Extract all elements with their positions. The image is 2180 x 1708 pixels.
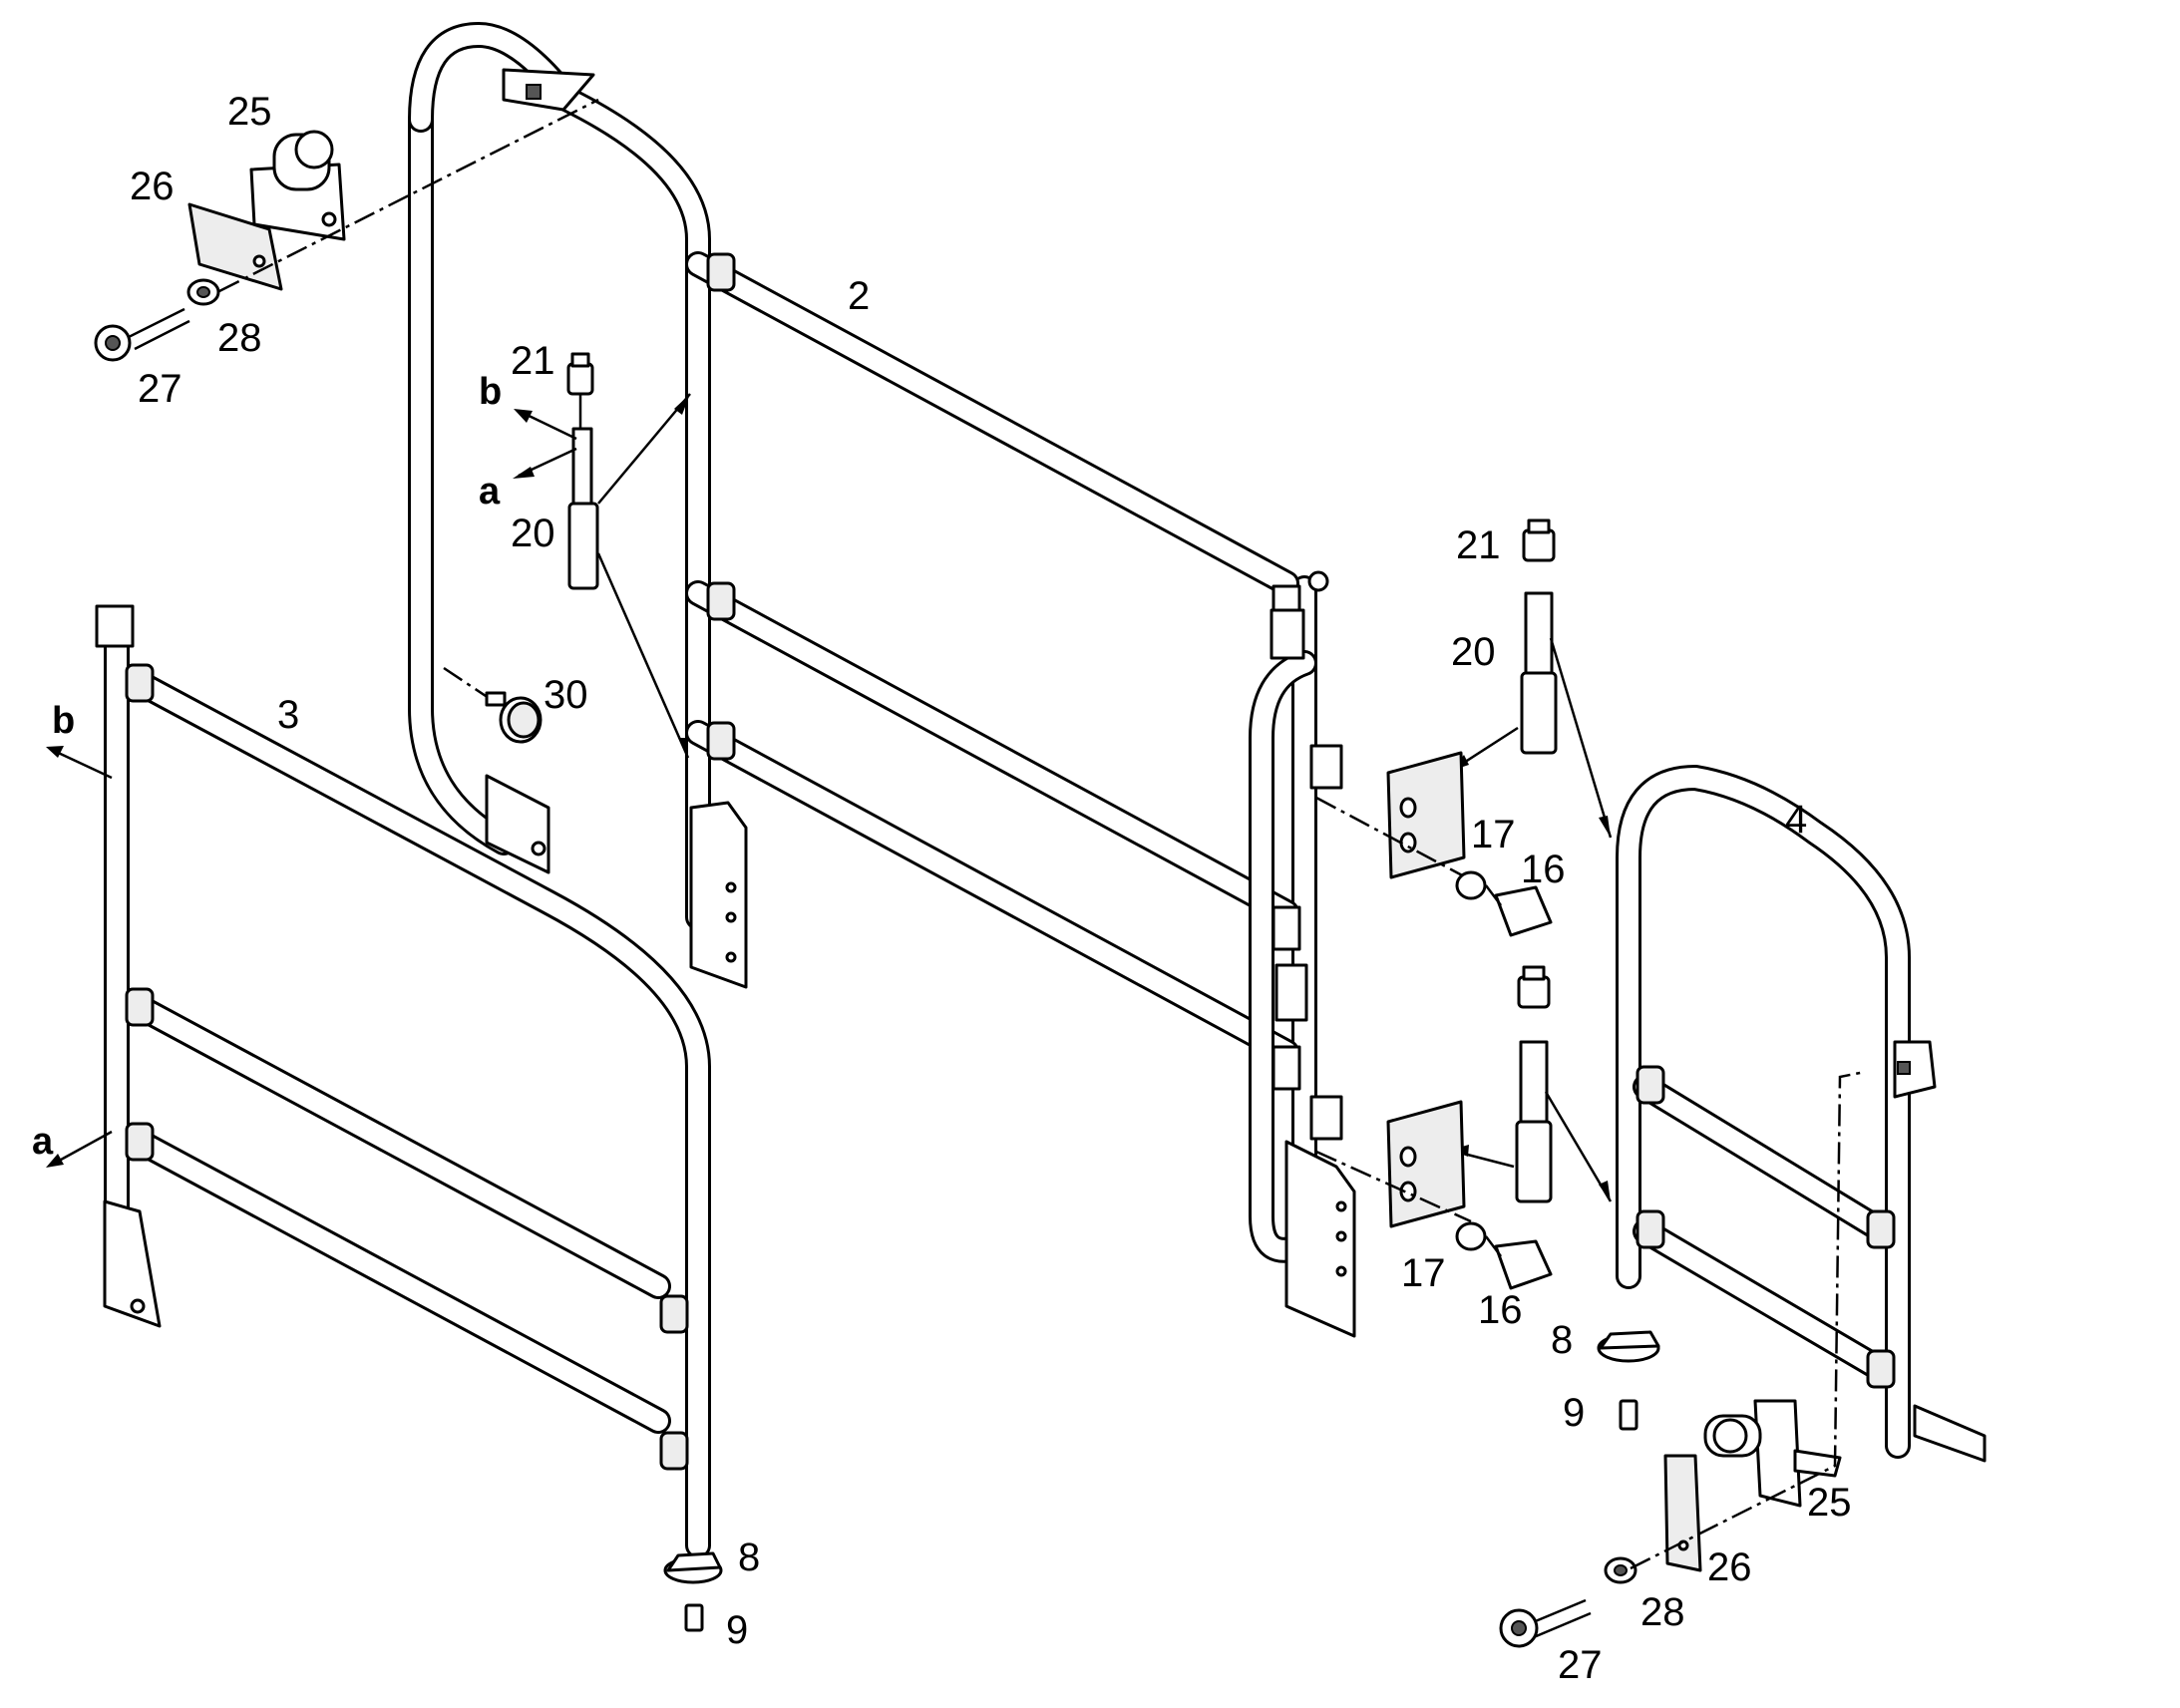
- plate-upper: [1315, 751, 1553, 937]
- foot-pad-left: [663, 1551, 723, 1632]
- label-25-upper: 25: [227, 90, 272, 134]
- label-26-lower: 26: [1707, 1545, 1752, 1589]
- label-28-lower: 28: [1640, 1590, 1685, 1634]
- direction-arrows-left: [46, 746, 113, 1168]
- latch-assembly-lower: [1499, 1070, 1866, 1648]
- label-20-right: 20: [1451, 630, 1496, 674]
- gas-spring-upper: [513, 352, 691, 759]
- plate-lower: [1315, 1100, 1553, 1290]
- label-17-upper: 17: [1471, 813, 1516, 856]
- lower-hinge-plate: [485, 774, 550, 874]
- label-9-right: 9: [1563, 1391, 1585, 1435]
- label-30: 30: [544, 673, 588, 717]
- knob-30: [443, 666, 543, 744]
- label-16-upper: 16: [1521, 848, 1566, 891]
- gas-spring-right-lower: [1451, 965, 1613, 1203]
- top-bracket: [1893, 1040, 1937, 1099]
- label-b-left: b: [52, 700, 75, 742]
- foot-pad-right: [1597, 1330, 1660, 1431]
- label-21-upper: 21: [511, 339, 555, 383]
- railing-3: [95, 604, 711, 1558]
- label-16-lower: 16: [1478, 1288, 1523, 1332]
- screw-27: [94, 307, 190, 362]
- label-20-upper: 20: [511, 512, 555, 555]
- hinge-plate: [689, 801, 748, 989]
- direction-labels: b a b a: [32, 371, 502, 1163]
- top-cap: [95, 604, 135, 648]
- washer-28: [186, 278, 220, 306]
- label-28-upper: 28: [217, 316, 262, 360]
- foot-tab: [1913, 1404, 1987, 1463]
- label-21-right: 21: [1456, 523, 1501, 567]
- plate-26: [1663, 1454, 1702, 1572]
- lower-hinge-tab: [1309, 1095, 1343, 1141]
- label-25-lower: 25: [1807, 1481, 1852, 1525]
- label-3: 3: [277, 693, 299, 737]
- label-27-lower: 27: [1558, 1643, 1603, 1687]
- label-26-upper: 26: [130, 165, 175, 208]
- part-labels: 2 3 4 8 8 9 9 16 16 17 17 20 20 21 21 25…: [130, 90, 1852, 1687]
- gas-spring-right-upper: [1451, 518, 1613, 839]
- foot-plate: [103, 1199, 162, 1328]
- foot-plate: [1284, 1140, 1356, 1338]
- label-9-left: 9: [726, 1608, 748, 1652]
- latch-assembly-upper: [94, 98, 599, 362]
- label-17-lower: 17: [1401, 1251, 1446, 1295]
- label-27-upper: 27: [138, 367, 182, 411]
- railing-2: [408, 22, 1356, 1338]
- label-2: 2: [848, 274, 870, 318]
- label-4: 4: [1785, 798, 1807, 842]
- railing-4: [1616, 765, 1987, 1463]
- upper-hinge-tab: [1309, 744, 1343, 790]
- label-a-left: a: [32, 1121, 54, 1163]
- label-8-right: 8: [1551, 1318, 1573, 1362]
- plate-26: [187, 202, 283, 291]
- label-b-upper: b: [479, 371, 502, 413]
- label-a-upper: a: [479, 471, 501, 512]
- label-8-left: 8: [738, 1536, 760, 1579]
